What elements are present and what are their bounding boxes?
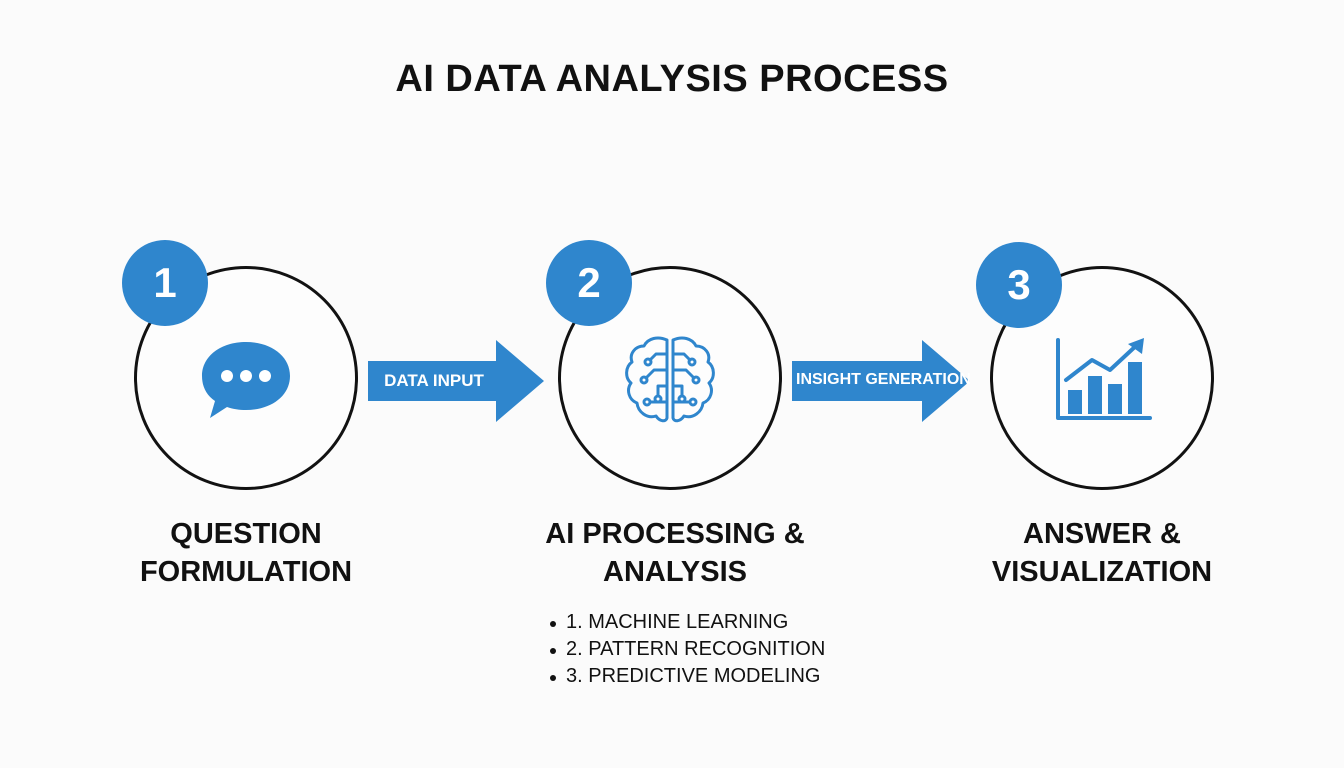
substep-item: 2. PATTERN RECOGNITION bbox=[548, 636, 825, 663]
stage-2-label-line2: ANALYSIS bbox=[603, 556, 747, 588]
stage-3-label: ANSWER & VISUALIZATION bbox=[972, 515, 1232, 591]
stage-1-number-badge: 1 bbox=[122, 240, 208, 326]
stage-1-label-line1: QUESTION bbox=[170, 518, 322, 550]
page-title: AI DATA ANALYSIS PROCESS bbox=[395, 58, 949, 100]
stage-2-label: AI PROCESSING & ANALYSIS bbox=[530, 515, 820, 591]
bar-chart-trend-icon bbox=[1056, 338, 1152, 420]
arrow-2-label: INSIGHT GENERATION bbox=[796, 371, 971, 388]
speech-bubble-icon bbox=[202, 342, 290, 418]
brain-circuit-icon bbox=[625, 336, 715, 423]
arrow-2-shape bbox=[792, 340, 970, 422]
arrow-1-shape bbox=[368, 340, 544, 422]
stage-1-label-line2: FORMULATION bbox=[139, 556, 353, 588]
stage-3-number-badge: 3 bbox=[976, 242, 1062, 328]
stage-2-label-line1: AI PROCESSING & bbox=[545, 518, 805, 550]
stage-2-number-badge: 2 bbox=[546, 240, 632, 326]
substep-item: 1. MACHINE LEARNING bbox=[548, 609, 825, 636]
substep-item: 3. PREDICTIVE MODELING bbox=[548, 663, 825, 690]
stage-3-label-line2: VISUALIZATION bbox=[991, 556, 1213, 588]
stage-1-label: QUESTION FORMULATION bbox=[126, 515, 366, 591]
stage-3-label-line1: ANSWER & bbox=[1023, 518, 1181, 550]
arrow-1-label: DATA INPUT bbox=[384, 371, 484, 390]
stage-2-substeps: 1. MACHINE LEARNING 2. PATTERN RECOGNITI… bbox=[548, 609, 825, 690]
